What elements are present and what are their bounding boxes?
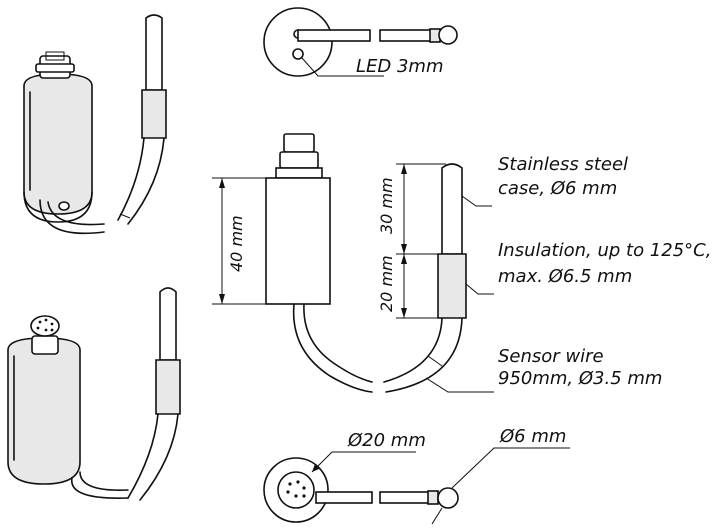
iso-view-probe — [117, 14, 167, 225]
label-wire-line1: Sensor wire — [498, 346, 604, 367]
iso-view-led-end — [23, 51, 105, 235]
bottom-view-connector — [263, 447, 570, 525]
iso-view-probe-2 — [127, 287, 181, 501]
dim-body-length: 40 mm — [227, 215, 246, 272]
label-insulation-line2: max. Ø6.5 mm — [498, 266, 632, 287]
top-view-led — [263, 7, 458, 77]
dim-case-length: 30 mm — [377, 177, 396, 234]
label-stainless-line2: case, Ø6 mm — [498, 178, 617, 199]
dim-body-diameter: Ø20 mm — [347, 430, 426, 451]
label-led: LED 3mm — [356, 56, 444, 77]
label-stainless-line1: Stainless steel — [498, 154, 628, 175]
label-insulation-line1: Insulation, up to 125°C, — [498, 240, 711, 261]
dim-insulation-length: 20 mm — [377, 255, 396, 312]
side-view-body — [212, 133, 373, 393]
iso-view-connector-end — [7, 315, 129, 499]
dim-tip-diameter: Ø6 mm — [499, 426, 566, 447]
label-wire-line2: 950mm, Ø3.5 mm — [498, 368, 662, 389]
side-view-probe — [383, 163, 494, 393]
